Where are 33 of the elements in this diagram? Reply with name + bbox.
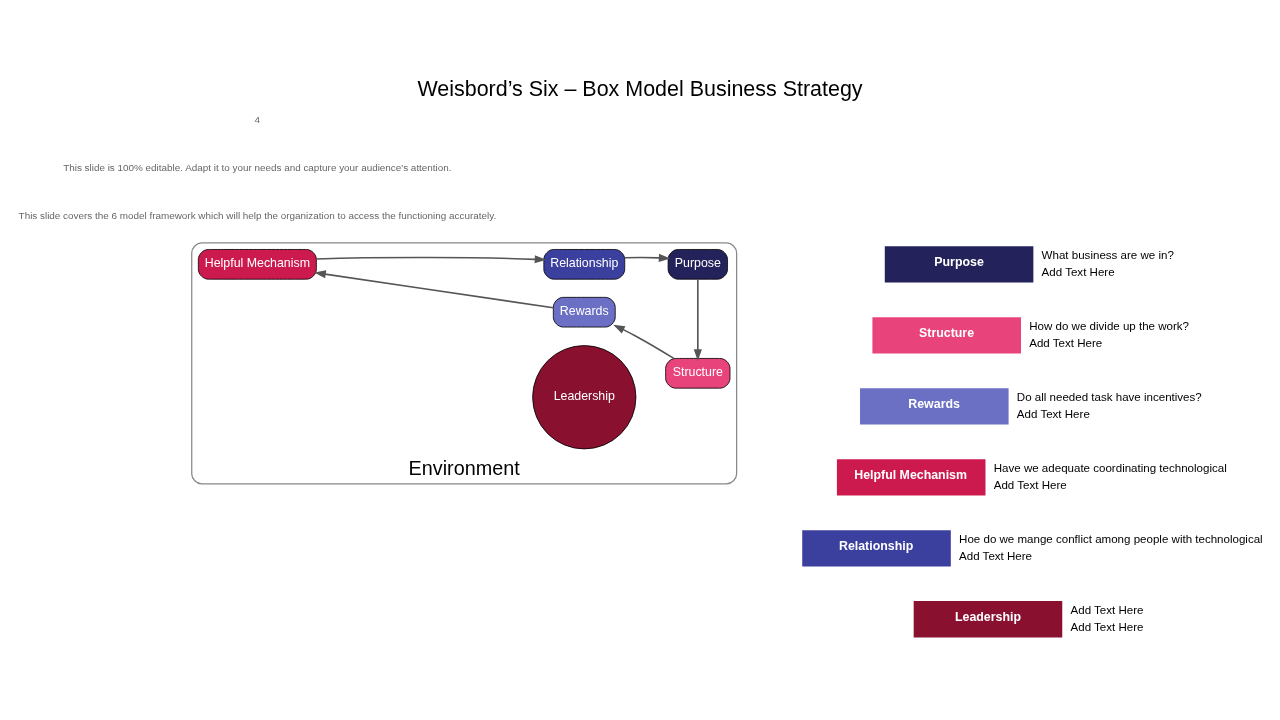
node-box: Rewards <box>860 387 1009 424</box>
node-label: Add Text Here <box>1029 336 1103 349</box>
diagram-title: Weisbord’s Six – Box Model Business Strategy <box>417 76 863 101</box>
node-label: Do all needed task have incentives? <box>1016 390 1202 403</box>
node-label: Hoe do we mange conflict among people with technological <box>959 532 1263 545</box>
node-label: What business are we in? <box>1041 248 1174 261</box>
node-label: How do we divide up the work? <box>1029 319 1190 332</box>
node-box: Structure <box>872 316 1021 353</box>
node-circle: Leadership <box>532 344 637 449</box>
node-label: Add Text Here <box>1070 620 1144 633</box>
node-box: Leadership <box>913 600 1063 637</box>
node-box: Helpful Mechanism <box>836 458 986 495</box>
arrow <box>624 253 671 262</box>
node-label: Have we adequate coordinating technological <box>993 461 1227 474</box>
arrow <box>314 269 555 309</box>
node-label: Add Text Here <box>959 549 1033 562</box>
arrow <box>315 254 547 263</box>
node-label: Add Text Here <box>1016 407 1090 420</box>
node-box: Helpful Mechanism <box>197 248 317 280</box>
node-label: Add Text Here <box>1041 265 1115 278</box>
node-box: Purpose <box>667 248 728 280</box>
node-box: Relationship <box>802 529 951 566</box>
node-label: Add Text Here <box>1070 603 1144 616</box>
node-box: Rewards <box>552 296 616 327</box>
arrow <box>693 278 702 361</box>
node-box: Structure <box>665 357 731 389</box>
label: This slide is 100% editable. Adapt it to your needs and capture your audience's attention. <box>63 161 452 173</box>
node-box: Purpose <box>884 245 1034 282</box>
node-label: Add Text Here <box>993 478 1067 491</box>
arrow <box>613 324 675 359</box>
label: This slide covers the 6 model framework which will help the organization to access the functioning accurately. <box>18 209 497 221</box>
label: 4 <box>254 113 261 125</box>
node-box: Relationship <box>543 248 626 280</box>
